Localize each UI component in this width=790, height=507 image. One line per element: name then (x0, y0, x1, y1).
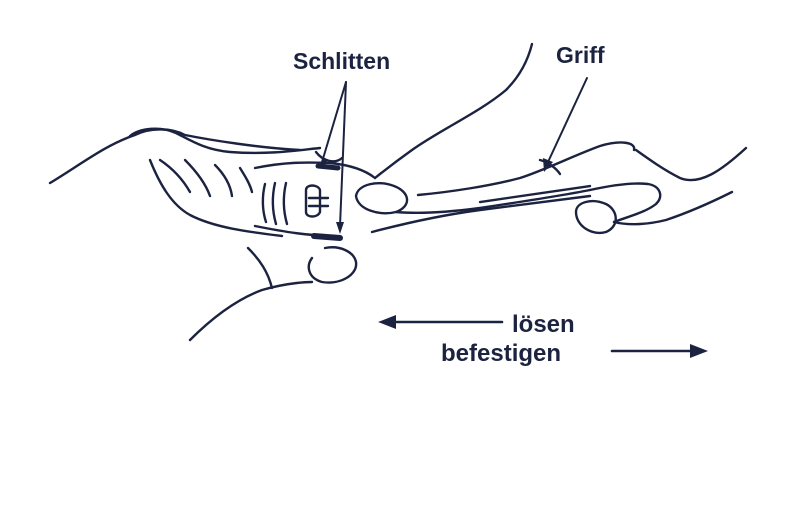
schlitten-arrowhead-left (318, 158, 328, 168)
device-window (304, 184, 322, 218)
left-hand-upper-contour (48, 128, 302, 185)
device-rib-2 (271, 181, 278, 226)
right-lower-finger-nail (574, 200, 617, 235)
device-rib-3 (282, 181, 289, 226)
right-palm-fold (538, 158, 562, 176)
left-hand-bottom (246, 246, 274, 290)
left-hand-crease-1 (158, 158, 192, 194)
left-top-nail (314, 150, 344, 163)
right-fingertip (354, 182, 409, 215)
befestigen-arrowhead (690, 344, 708, 358)
right-hand-top-finger (373, 42, 534, 180)
handle-bottom (370, 194, 592, 234)
left-lower-thumb (307, 246, 358, 284)
griff-pointer (547, 77, 588, 163)
slide-mark-bottom (311, 233, 343, 241)
left-hand-crease-2 (183, 158, 212, 198)
loesen-label: lösen (512, 311, 575, 338)
right-hand (354, 42, 748, 235)
befestigen-label: befestigen (441, 340, 562, 367)
griff-arrowhead (543, 158, 553, 172)
device-outline-top (253, 161, 377, 180)
left-thumb (128, 127, 322, 155)
right-lower-finger (588, 182, 662, 224)
pointers (318, 77, 588, 234)
schlitten-pointer-left (321, 81, 347, 163)
schlitten-label: Schlitten (293, 48, 391, 74)
loesen-arrowhead (378, 315, 396, 329)
device-window-mark (307, 196, 330, 208)
left-hand (48, 127, 358, 342)
right-finger-underside (394, 188, 592, 214)
left-hand-crease-4 (238, 166, 254, 194)
device-rib-1 (261, 182, 268, 224)
handle-top (478, 184, 592, 204)
left-hand-lower-contour (148, 158, 284, 238)
device-body (253, 161, 377, 241)
schlitten-pointer-right (339, 81, 347, 227)
left-hand-crease-3 (213, 163, 234, 198)
right-wrist-bottom (612, 190, 734, 226)
left-hand-lower-finger (188, 280, 314, 342)
griff-label: Griff (556, 42, 605, 68)
direction-arrows (378, 315, 708, 358)
schlitten-arrowhead-right (336, 222, 344, 234)
right-wrist-top (634, 146, 748, 182)
